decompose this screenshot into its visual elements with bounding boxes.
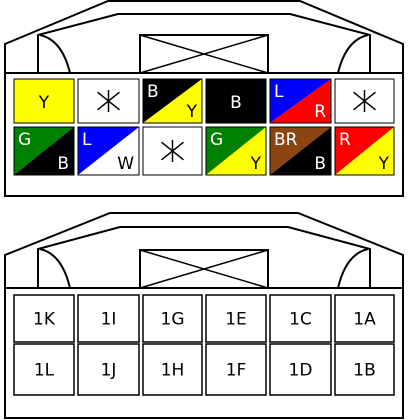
top-pin-r2-c5-label-1: BR: [274, 130, 298, 150]
top-pin-r2-c1-border: [13, 126, 75, 176]
bottom-key-cross-b: [139, 249, 269, 289]
top-key-cross-b: [139, 34, 269, 74]
bottom-latch-curve-right: [337, 248, 369, 289]
bottom-pin-grid: 1K 1I 1G 1E 1C 1A 1L 1J 1H 1F 1D 1B: [13, 294, 395, 396]
bottom-pin-r1-c1-label: 1K: [33, 310, 56, 330]
top-latch-inner: [37, 13, 371, 73]
top-pin-r2-c5: BR B: [269, 126, 332, 176]
top-pin-r1-c3-color-2: [143, 79, 202, 123]
top-pin-r1-c1-fill: [13, 78, 75, 124]
top-pin-r1-c3-border: [142, 78, 203, 124]
top-pin-r2-c6-label-1: R: [339, 130, 351, 150]
bottom-pin-r2-c4-label: 1F: [226, 361, 247, 381]
bottom-pin-r2-c3-box: [142, 343, 203, 396]
top-pin-r2-c1: GB: [13, 126, 75, 176]
top-pin-r1-c5-border: [269, 78, 332, 124]
top-pin-r1-c5-label-2: R: [314, 102, 326, 122]
bottom-pin-r1-c6-box: [334, 294, 395, 343]
top-pin-r1-c4-label: B: [230, 93, 242, 113]
top-pin-r2-c5-color-2: [270, 127, 331, 175]
bottom-pin-r1-c2-box: [77, 294, 140, 343]
bottom-pin-r2-c1-box: [13, 343, 75, 396]
bottom-pin-r2-c3-label: 1H: [161, 361, 185, 381]
bottom-pin-r1-c6-label: 1A: [353, 310, 376, 330]
top-pin-r2-c4-label-1: G: [210, 130, 223, 150]
top-pin-r1-c3: BY: [142, 78, 203, 124]
top-pin-r2-c1-label-1: G: [18, 130, 31, 150]
top-pin-r1-c5: LR: [269, 78, 332, 124]
bottom-pin-r2-c5-label: 1D: [289, 361, 313, 381]
top-pin-r2-c5-label-2: B: [314, 154, 326, 174]
bottom-latch-outline: [4, 212, 404, 288]
top-latch-curve-left: [39, 34, 71, 74]
top-pin-r2-c2-border: [77, 126, 140, 176]
bottom-pin-r1-c5-box: [269, 294, 332, 343]
top-pin-r1-c6-box: [334, 78, 395, 124]
top-pin-r2-c4-color-2: [206, 127, 266, 175]
top-pin-r2-c4-label-2: Y: [250, 154, 262, 174]
bottom-pin-r2-c6-box: [334, 343, 395, 396]
top-latch-outline: [4, 0, 404, 73]
top-pin-r1-c2: [77, 78, 140, 124]
bottom-pin-r1-c4-box: [205, 294, 267, 343]
top-pin-r1-c6: [334, 78, 395, 124]
top-pin-r2-c2-label-2: W: [117, 154, 134, 174]
bottom-pin-r1-c5-label: 1C: [289, 310, 312, 330]
top-pin-r2-c2-color-2: [78, 127, 139, 175]
bottom-pin-r2-c2-box: [77, 343, 140, 396]
bottom-pin-r1-c2-label: 1I: [101, 310, 117, 330]
top-pin-r2-c2-label-1: L: [82, 130, 92, 150]
top-pin-r2-c1-color-2: [14, 127, 74, 175]
bottom-latch-inner: [37, 226, 371, 288]
top-pin-r2-c6-label-2: Y: [378, 154, 390, 174]
bottom-pin-r2-c6-label: 1B: [353, 361, 375, 381]
top-pin-r2-c3: [142, 126, 203, 176]
top-pin-r2-c1-label-2: B: [57, 154, 69, 174]
bottom-pin-r1-c1-box: [13, 294, 75, 343]
top-pin-r1-c3-label-1: B: [147, 82, 159, 102]
top-pin-r1-c5-color-2: [270, 79, 331, 123]
top-pin-r2-c6-color-2: [335, 127, 394, 175]
top-pin-r2-c2: LW: [77, 126, 140, 176]
bottom-connector: 1K 1I 1G 1E 1C 1A 1L 1J 1H 1F 1D 1B: [4, 212, 404, 419]
top-pin-r1-c4: B: [205, 78, 267, 124]
bottom-pin-r1-c3-label: 1G: [161, 310, 185, 330]
bottom-pin-r2-c1-label: 1L: [34, 361, 55, 381]
top-latch-curve-right: [337, 34, 369, 74]
top-pin-r1-c3-label-2: Y: [186, 102, 198, 122]
top-pin-r1-c5-label-1: L: [274, 82, 284, 102]
top-pin-r1-c4-fill: [205, 78, 267, 124]
bottom-pin-r2-c4-box: [205, 343, 267, 396]
top-pin-r2-c5-border: [269, 126, 332, 176]
bottom-pin-r1-c4-label: 1E: [225, 310, 247, 330]
bottom-latch-curve-left: [39, 248, 71, 289]
bottom-pin-r1-c3-box: [142, 294, 203, 343]
top-pin-r1-c1: Y: [13, 78, 75, 124]
top-pin-r2-c4-border: [205, 126, 267, 176]
top-pin-r2-c6-border: [334, 126, 395, 176]
top-pin-r2-c6: RY: [334, 126, 395, 176]
top-pin-r2-c4: GY: [205, 126, 267, 176]
bottom-pin-r2-c5-box: [269, 343, 332, 396]
top-pin-r1-c1-label: Y: [38, 93, 50, 113]
bottom-pin-r2-c2-label: 1J: [101, 361, 117, 381]
